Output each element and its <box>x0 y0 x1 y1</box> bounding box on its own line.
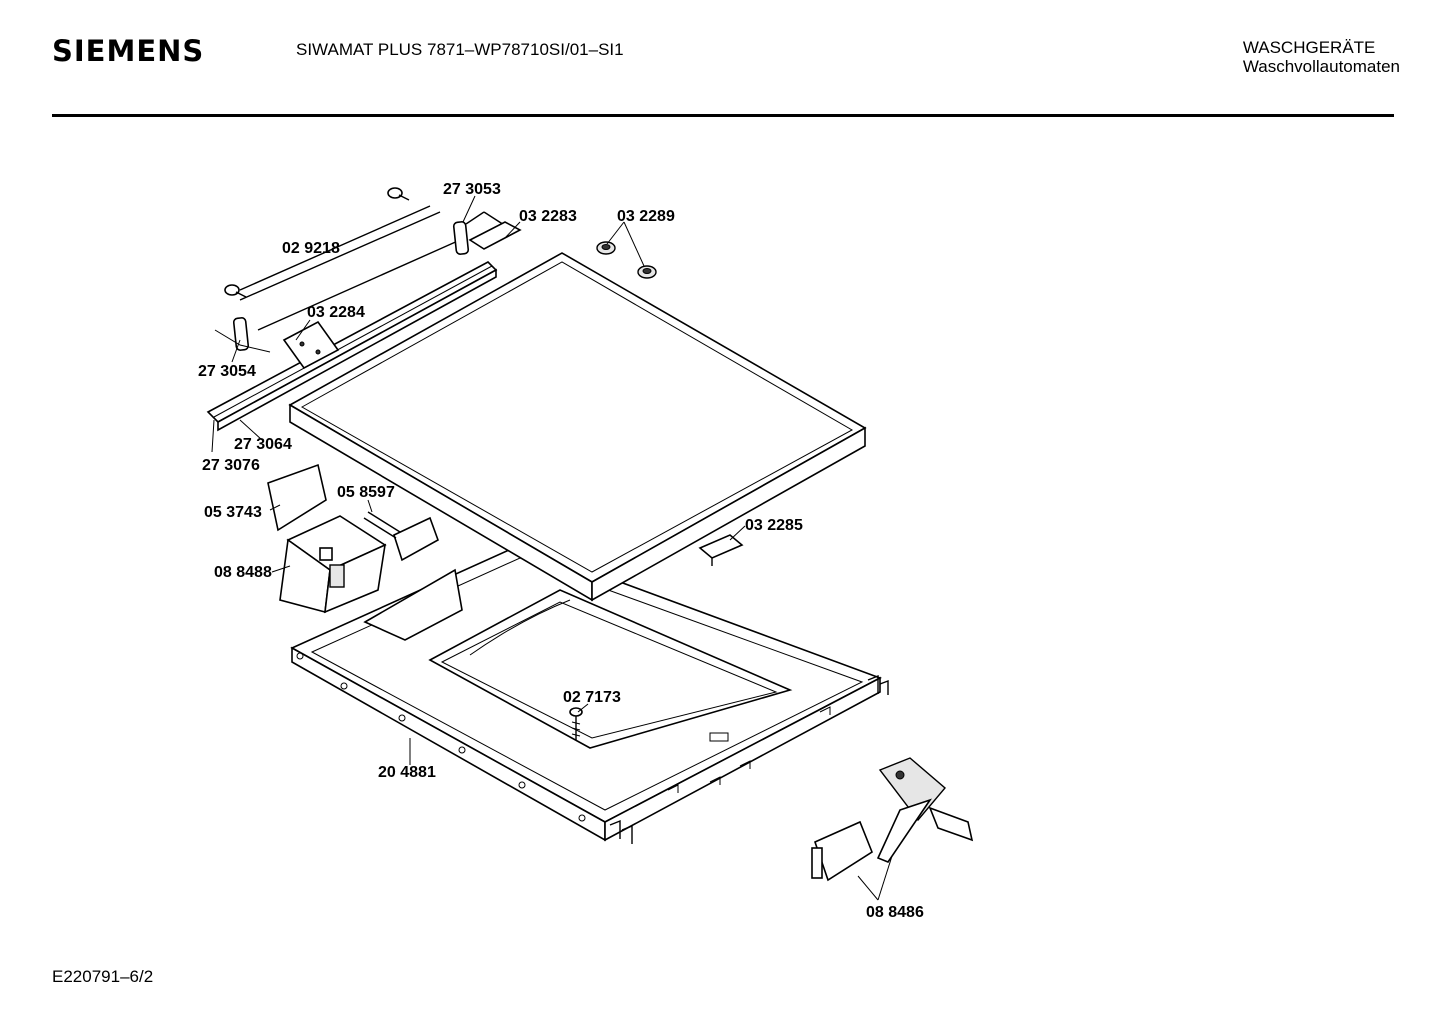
label-088488: 08 8488 <box>214 564 272 581</box>
label-058597: 05 8597 <box>337 484 395 501</box>
screw-drawing <box>569 707 583 740</box>
label-273053: 27 3053 <box>443 181 501 198</box>
brand-logo: SIEMENS <box>52 34 205 68</box>
label-088486: 08 8486 <box>866 904 924 921</box>
hinge-brackets-drawing <box>214 221 470 353</box>
label-032289: 03 2289 <box>617 208 675 225</box>
rail-strip-drawing <box>206 261 498 432</box>
hinge-wires-drawing <box>224 187 516 331</box>
label-273076: 27 3076 <box>202 457 260 474</box>
door-lock-drawing <box>811 757 974 882</box>
category-block: WASCHGERÄTE Waschvollautomaten <box>1243 38 1400 76</box>
category-line-1: WASCHGERÄTE <box>1242 38 1376 57</box>
model-title: SIWAMAT PLUS 7871–WP78710SI/01–SI1 <box>296 40 624 59</box>
feet-drawing <box>596 241 657 279</box>
catch-drawing <box>698 534 744 566</box>
label-032284: 03 2284 <box>307 304 365 321</box>
label-029218: 02 9218 <box>282 240 340 257</box>
label-273054: 27 3054 <box>198 363 256 380</box>
label-032285: 03 2285 <box>745 517 803 534</box>
label-027173: 02 7173 <box>563 689 621 706</box>
part-labels: 27 3053 03 2283 03 2289 02 9218 03 2284 … <box>198 181 924 921</box>
base-frame-drawing <box>290 544 889 844</box>
label-273064: 27 3064 <box>234 436 292 453</box>
label-032283: 03 2283 <box>519 208 577 225</box>
leader-lines <box>211 195 893 901</box>
detergent-box-drawing <box>279 515 387 614</box>
plates-drawing <box>282 221 522 370</box>
category-line-2: Waschvollautomaten <box>1242 57 1400 76</box>
flaps-drawing <box>267 463 439 562</box>
top-lid-drawing <box>288 252 867 602</box>
header-rule <box>52 114 1394 117</box>
drawing-code: E220791–6/2 <box>52 967 154 986</box>
label-204881: 20 4881 <box>378 764 436 781</box>
label-053743: 05 3743 <box>204 504 262 521</box>
